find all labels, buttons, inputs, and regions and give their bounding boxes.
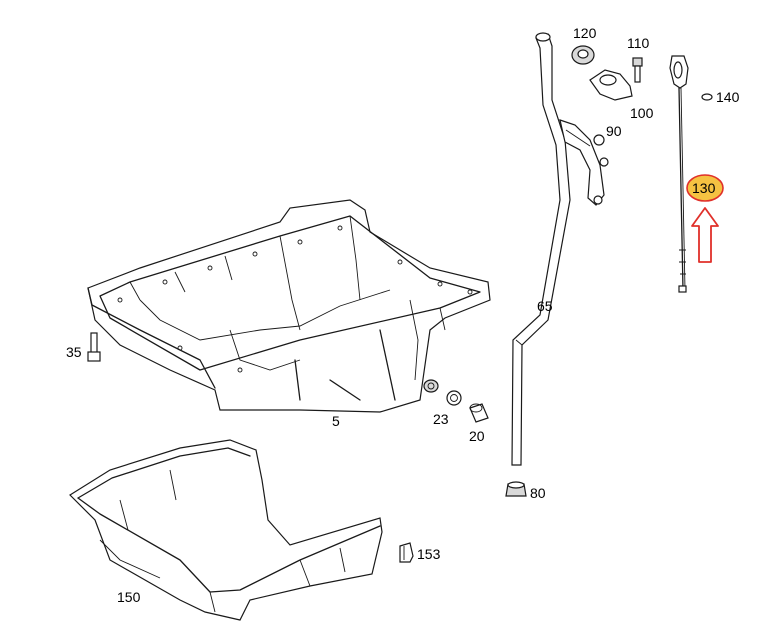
label-110: 110 bbox=[627, 35, 650, 51]
washer-140[interactable] bbox=[701, 93, 713, 101]
label-80: 80 bbox=[530, 485, 546, 501]
label-90: 90 bbox=[606, 123, 622, 139]
dipstick-130[interactable] bbox=[669, 55, 689, 293]
bolt-35[interactable] bbox=[87, 332, 101, 362]
label-130: 130 bbox=[692, 180, 716, 196]
clamp-100[interactable] bbox=[589, 69, 633, 101]
highlight-130 bbox=[686, 174, 724, 263]
plug-80[interactable] bbox=[505, 481, 527, 497]
seal-120[interactable] bbox=[571, 45, 595, 65]
label-153: 153 bbox=[417, 546, 441, 562]
bolt-110[interactable] bbox=[632, 57, 643, 83]
label-35: 35 bbox=[66, 344, 82, 360]
label-150: 150 bbox=[117, 589, 141, 605]
bracket[interactable] bbox=[559, 119, 609, 206]
plug-20[interactable] bbox=[469, 403, 489, 423]
drain-plug-23[interactable] bbox=[423, 379, 439, 393]
guide-tube-65[interactable] bbox=[511, 32, 571, 466]
oil-pan-upper[interactable] bbox=[87, 199, 491, 413]
label-120: 120 bbox=[573, 25, 597, 41]
oil-pan-lower[interactable] bbox=[69, 439, 383, 621]
label-5: 5 bbox=[332, 413, 340, 429]
bolt-90[interactable] bbox=[593, 134, 605, 146]
label-100: 100 bbox=[630, 105, 654, 121]
washer-23[interactable] bbox=[446, 390, 462, 406]
label-20: 20 bbox=[469, 428, 485, 444]
clip-153[interactable] bbox=[399, 542, 414, 563]
label-65: 65 bbox=[537, 298, 553, 314]
label-23: 23 bbox=[433, 411, 449, 427]
label-140: 140 bbox=[716, 89, 740, 105]
